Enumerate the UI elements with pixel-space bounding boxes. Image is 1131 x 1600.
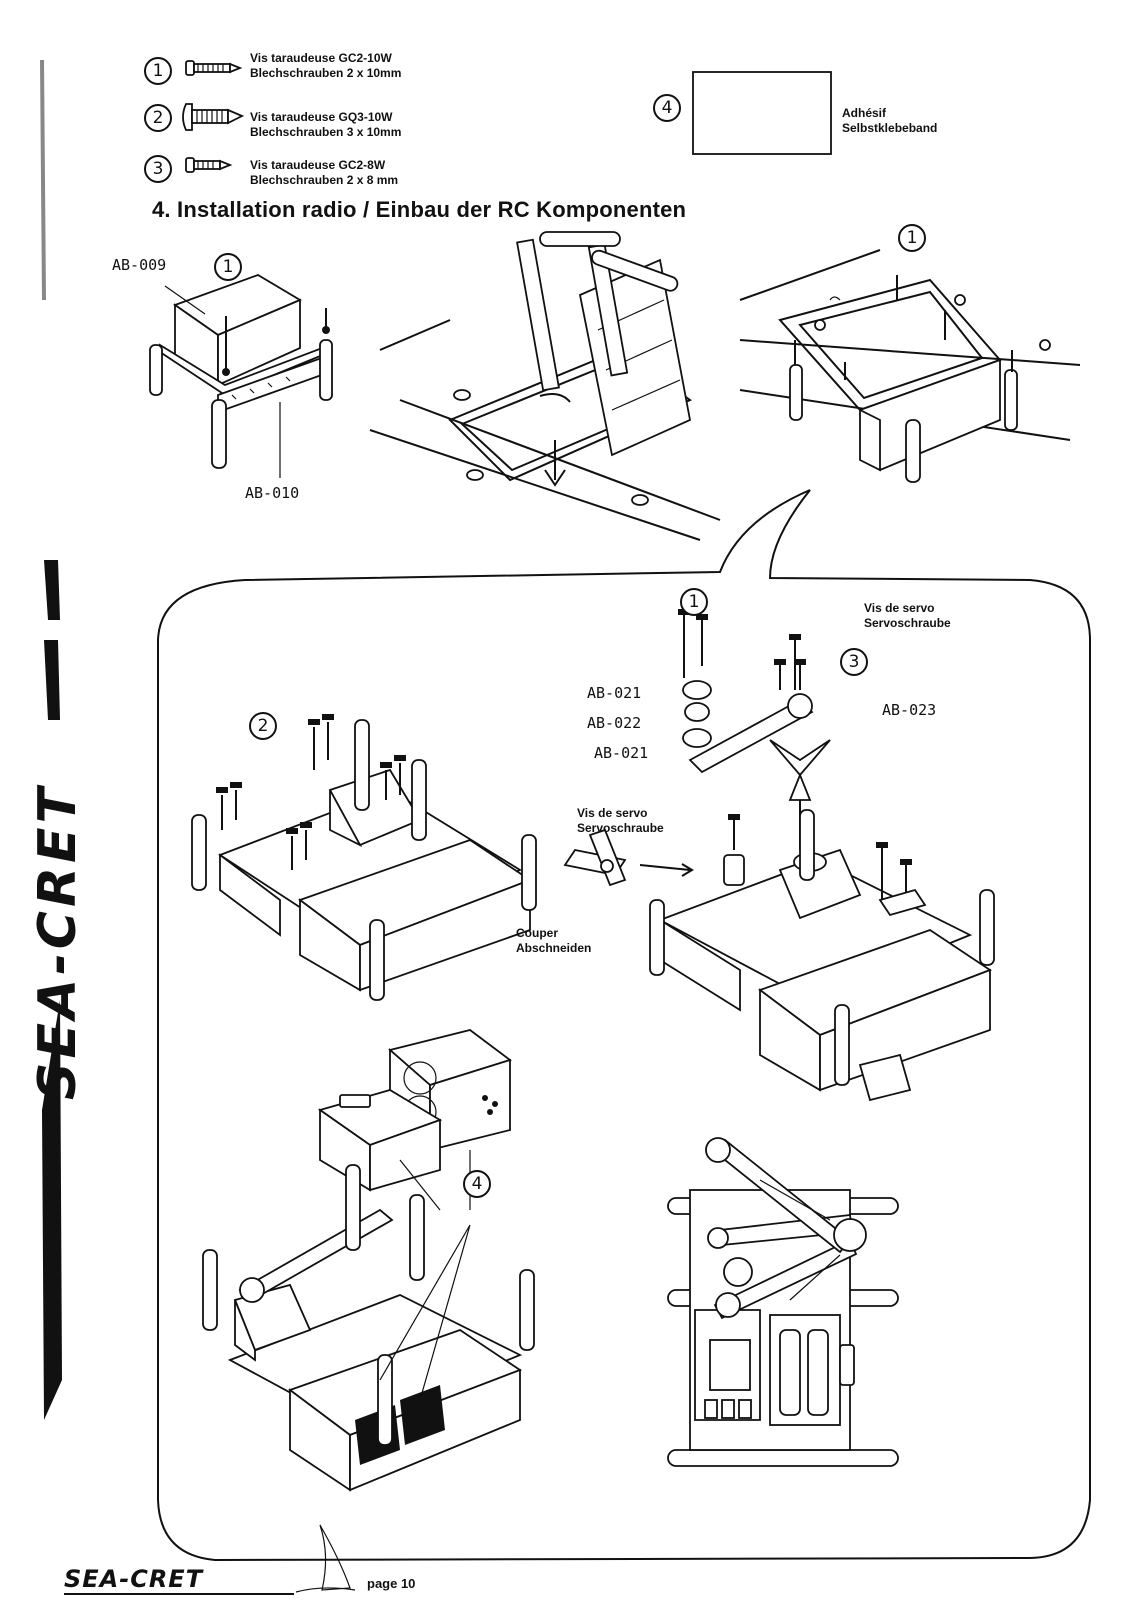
side-logo-text: SEA-CRET	[28, 784, 88, 1100]
callout-4-adhesive: 4	[463, 1170, 491, 1198]
callout-2-tray: 2	[249, 712, 277, 740]
callout-1-top-right: 1	[898, 224, 926, 252]
legend-item-1-line2: Blechschrauben 2 x 10mm	[250, 66, 402, 80]
legend-number-1: 1	[144, 57, 172, 85]
part-label-ab021-bottom: AB-021	[594, 744, 649, 762]
adhesive-pad-icon	[692, 71, 832, 155]
legend-number-2: 2	[144, 104, 172, 132]
detail-bubble-outline	[157, 489, 1091, 1562]
legend-item-2-line2: Blechschrauben 3 x 10mm	[250, 125, 402, 139]
side-logo: SEA-CRET	[28, 580, 88, 1100]
callout-3-servo: 3	[840, 648, 868, 676]
callout-1-servo: 1	[680, 588, 708, 616]
legend-number-4: 4	[653, 94, 681, 122]
legend-adhesive-line2: Selbstklebeband	[842, 121, 938, 135]
note-cut-fr: Couper	[516, 926, 558, 940]
diagram-servo-arm-assembly	[563, 609, 995, 1102]
diagram-top-view	[667, 1137, 899, 1467]
diagram-hatch-lid	[369, 231, 721, 541]
screw-icon-1	[185, 60, 243, 76]
screw-icon-3	[185, 157, 233, 173]
diagram-ab009-plate	[149, 274, 333, 478]
legend-item-2-line1: Vis taraudeuse GQ3-10W	[250, 110, 393, 124]
note-servo-screw-mid: Vis de servo Servoschraube	[577, 806, 664, 836]
legend-adhesive-line1: Adhésif	[842, 106, 887, 120]
footer-logo: SEA-CRET	[64, 1565, 203, 1593]
footer-rule	[64, 1593, 294, 1595]
footer-logo-text: SEA-CRET	[64, 1565, 204, 1593]
section-title: 4. Installation radio / Einbau der RC Ko…	[152, 197, 687, 222]
page-number: page 10	[367, 1576, 416, 1591]
part-label-ab009: AB-009	[112, 256, 167, 274]
callout-1-top-left: 1	[214, 253, 242, 281]
diagram-deck-frame	[739, 249, 1081, 483]
legend-item-1-line1: Vis taraudeuse GC2-10W	[250, 51, 392, 65]
legend-number-3: 3	[144, 155, 172, 183]
legend-item-3: Vis taraudeuse GC2-8W Blechschrauben 2 x…	[250, 158, 398, 188]
part-label-ab010: AB-010	[245, 484, 300, 502]
note-servo-screw-mid-fr: Vis de servo	[577, 806, 648, 820]
screw-icon-2	[182, 103, 245, 131]
part-label-ab021-top: AB-021	[587, 684, 642, 702]
diagram-servo-tray-left	[191, 714, 537, 1001]
legend-item-1: Vis taraudeuse GC2-10W Blechschrauben 2 …	[250, 51, 401, 81]
note-cut: Couper Abschneiden	[516, 926, 591, 956]
legend-item-3-line1: Vis taraudeuse GC2-8W	[250, 158, 386, 172]
note-servo-screw-mid-de: Servoschraube	[577, 821, 664, 835]
note-servo-screw-top-de: Servoschraube	[864, 616, 951, 630]
diagram-receiver-battery	[202, 1029, 535, 1492]
side-speed-marks	[40, 60, 62, 1420]
note-cut-de: Abschneiden	[516, 941, 592, 955]
legend-adhesive: Adhésif Selbstklebeband	[842, 106, 937, 136]
legend-item-2: Vis taraudeuse GQ3-10W Blechschrauben 3 …	[250, 110, 401, 140]
part-label-ab022: AB-022	[587, 714, 642, 732]
note-servo-screw-top-fr: Vis de servo	[864, 601, 935, 615]
legend-item-3-line2: Blechschrauben 2 x 8 mm	[250, 173, 399, 187]
part-label-ab023: AB-023	[882, 701, 937, 719]
note-servo-screw-top: Vis de servo Servoschraube	[864, 601, 951, 631]
